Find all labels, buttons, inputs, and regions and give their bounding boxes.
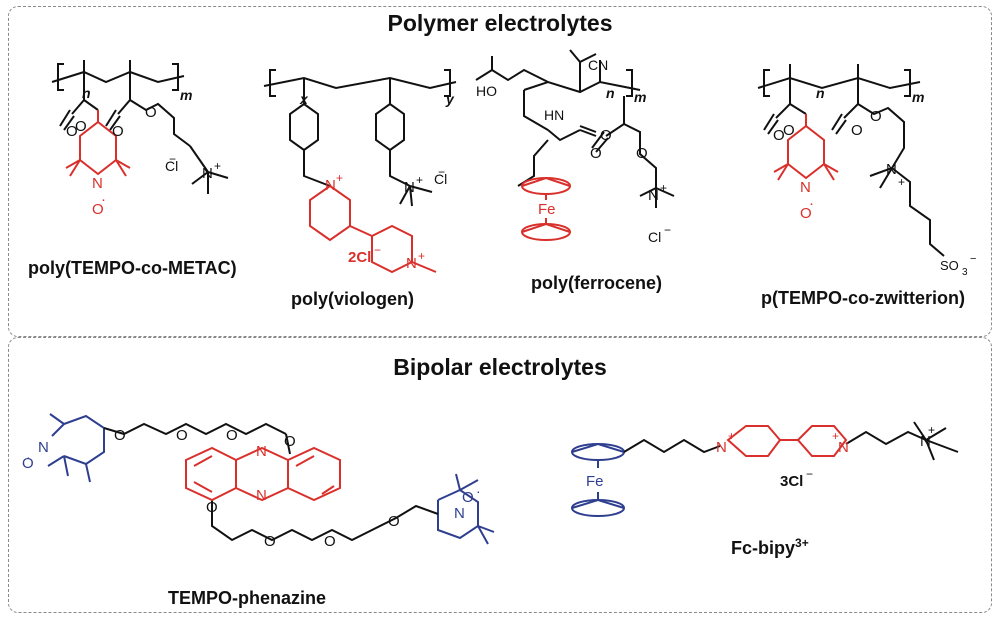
tempo-metac-n: n xyxy=(82,85,91,101)
svg-text:N: N xyxy=(256,443,267,460)
tempo-phenazine-structure: · O N N O · N N O O O O O O O O xyxy=(22,413,495,550)
viologen-name: poly(viologen) xyxy=(291,289,414,309)
svg-text:N: N xyxy=(406,255,417,272)
svg-text:O: O xyxy=(590,145,602,162)
svg-text:O: O xyxy=(112,123,124,140)
svg-text:O: O xyxy=(783,122,795,139)
svg-text:O: O xyxy=(206,499,218,516)
zwitterion-so3-minus: − xyxy=(970,253,976,265)
ferrocene-n: n xyxy=(606,85,615,101)
fc-bipy-three-cl-minus: − xyxy=(806,467,813,481)
svg-text:O: O xyxy=(324,533,336,550)
viologen-plus: + xyxy=(416,173,423,187)
fc-bipy-three-cl: 3Cl xyxy=(780,473,803,490)
zwitterion-so3-sub: 3 xyxy=(962,267,968,278)
tempo-metac-m: m xyxy=(180,87,192,103)
svg-text:N: N xyxy=(920,433,931,450)
viologen-cl-minus: − xyxy=(438,165,445,179)
bipolar-electrolytes-title: Bipolar electrolytes xyxy=(393,354,607,380)
tempo-metac-name: poly(TEMPO-co-METAC) xyxy=(28,258,237,278)
ferrocene-ho: HO xyxy=(476,83,497,99)
viologen-cl: Cl xyxy=(434,171,447,187)
viologen-x: x xyxy=(299,91,309,107)
zwitterion-so3: SO xyxy=(940,258,959,273)
svg-text:·: · xyxy=(26,449,31,465)
tempo-metac-cl: Cl xyxy=(165,158,178,174)
svg-text:O: O xyxy=(851,122,863,139)
ferrocene-cl: Cl xyxy=(648,229,661,245)
ferrocene-name: poly(ferrocene) xyxy=(531,273,663,293)
fc-bipy-n-plus-2: + xyxy=(832,429,839,443)
svg-text:O: O xyxy=(284,433,296,450)
svg-text:N: N xyxy=(648,187,659,204)
svg-text:O: O xyxy=(226,427,238,444)
bipolar-electrolytes-panel xyxy=(8,337,992,613)
ferrocene-m: m xyxy=(634,89,646,105)
zwitterion-plus: + xyxy=(898,175,905,189)
tempo-metac-plus: + xyxy=(214,159,221,173)
svg-text:·: · xyxy=(809,195,814,212)
ferrocene-cn: CN xyxy=(588,57,608,73)
polymer-electrolytes-title: Polymer electrolytes xyxy=(387,10,613,36)
zwitterion-structure: O O O O N O · N + SO 3 − n m xyxy=(757,64,976,278)
fc-bipy-fe: Fe xyxy=(586,473,604,490)
ferrocene-plus: + xyxy=(660,181,667,195)
svg-text:O: O xyxy=(92,201,104,218)
zwitterion-n: n xyxy=(816,85,825,101)
fc-bipy-structure: N + N + N + Fe 3Cl − xyxy=(571,421,959,517)
fc-bipy-name-charge: 3+ xyxy=(795,536,809,550)
svg-text:O: O xyxy=(600,127,612,144)
svg-text:O: O xyxy=(75,118,87,135)
tempo-phenazine-name: TEMPO-phenazine xyxy=(168,588,327,608)
viologen-two-cl: 2Cl xyxy=(348,249,371,266)
svg-text:O: O xyxy=(66,123,78,140)
svg-text:O: O xyxy=(22,455,34,472)
svg-text:O: O xyxy=(800,205,812,222)
ferrocene-cl-minus: − xyxy=(664,223,671,237)
svg-text:O: O xyxy=(114,427,126,444)
ferrocene-fe: Fe xyxy=(538,201,556,218)
svg-text:O: O xyxy=(773,127,785,144)
svg-text:·: · xyxy=(101,191,106,208)
svg-text:O: O xyxy=(636,145,648,162)
ferrocene-structure: HO CN HN O O O n m N + Cl − Fe xyxy=(475,49,675,245)
zwitterion-name: p(TEMPO-co-zwitterion) xyxy=(761,288,965,308)
viologen-n-plus-2: + xyxy=(418,249,425,263)
viologen-structure: x y N + Cl − N + N + 2Cl − xyxy=(263,69,457,274)
tempo-metac-structure: O O O O N O · N + Cl − n m xyxy=(51,60,229,218)
svg-text:N: N xyxy=(256,487,267,504)
svg-text:O: O xyxy=(388,513,400,530)
viologen-two-cl-minus: − xyxy=(374,243,381,257)
svg-text:N: N xyxy=(325,177,336,194)
svg-text:N: N xyxy=(38,439,49,456)
svg-text:N: N xyxy=(838,439,849,456)
ferrocene-hn: HN xyxy=(544,107,564,123)
svg-text:N: N xyxy=(454,505,465,522)
svg-text:N: N xyxy=(800,179,811,196)
svg-text:O: O xyxy=(176,427,188,444)
svg-text:N: N xyxy=(404,179,415,196)
fc-bipy-n-plus-3: + xyxy=(928,423,935,437)
viologen-y: y xyxy=(445,91,455,107)
polymer-electrolytes-panel xyxy=(8,6,992,337)
viologen-n-plus-1: + xyxy=(336,171,343,185)
fc-bipy-name-base: Fc-bipy xyxy=(731,538,796,558)
svg-text:·: · xyxy=(476,483,481,499)
svg-text:O: O xyxy=(870,108,882,125)
svg-text:N: N xyxy=(716,439,727,456)
zwitterion-m: m xyxy=(912,89,924,105)
fc-bipy-name: Fc-bipy3+ xyxy=(731,536,809,559)
svg-text:N: N xyxy=(886,161,897,178)
svg-text:N: N xyxy=(202,165,213,182)
fc-bipy-n-plus-1: + xyxy=(728,429,735,443)
svg-text:O: O xyxy=(264,533,276,550)
tempo-metac-cl-minus: − xyxy=(169,152,176,166)
svg-text:O: O xyxy=(145,104,157,121)
svg-text:N: N xyxy=(92,175,103,192)
svg-text:O: O xyxy=(462,489,474,506)
